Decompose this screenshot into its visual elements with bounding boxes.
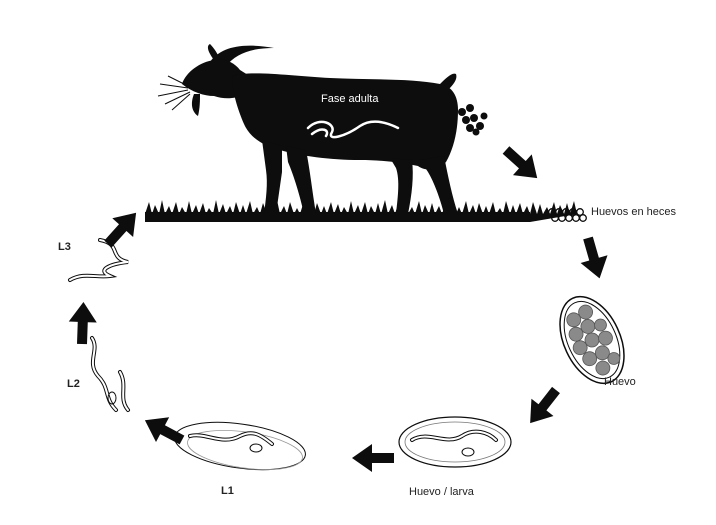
cycle-arrow-icon <box>519 381 567 431</box>
adult-stage-label: Fase adulta <box>321 93 378 105</box>
cycle-arrow-icon <box>138 408 188 452</box>
l3-larva-icon <box>70 240 128 280</box>
cycle-arrow-icon <box>98 203 147 253</box>
dropping-eggs-icon <box>458 104 488 136</box>
l1-larva-icon <box>172 415 309 477</box>
l1-label: L1 <box>221 485 234 497</box>
egg-larva-label: Huevo / larva <box>409 486 474 498</box>
eggs-in-feces-label: Huevos en heces <box>591 206 676 218</box>
l2-label: L2 <box>67 378 80 390</box>
cycle-arrow-icon <box>497 140 547 189</box>
cycle-arrow-icon <box>575 234 613 282</box>
egg-label: Huevo <box>604 376 636 388</box>
l3-label: L3 <box>58 241 71 253</box>
egg-larva-icon <box>399 417 511 467</box>
l2-larva-icon <box>92 338 128 410</box>
grass-icon <box>145 200 577 222</box>
cycle-arrow-icon <box>352 444 394 472</box>
